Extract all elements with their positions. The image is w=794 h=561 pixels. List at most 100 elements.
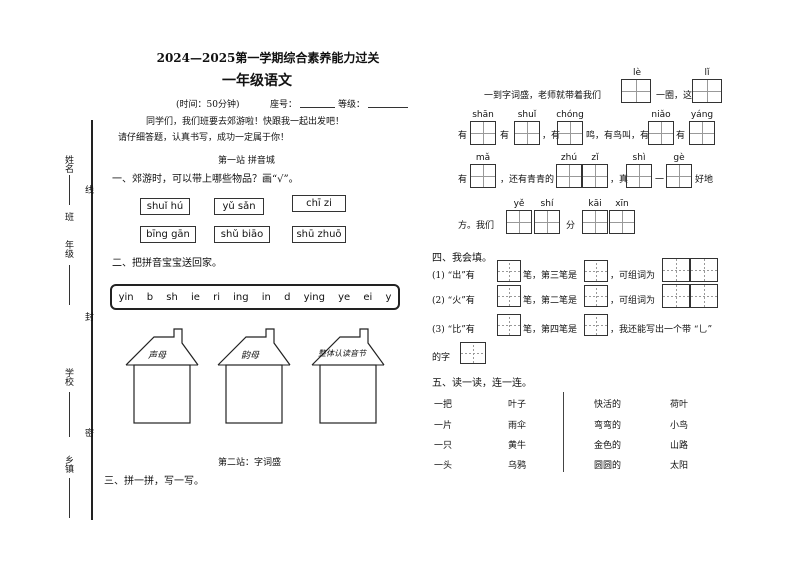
item-water-bottle[interactable]: shuǐ hú — [140, 198, 190, 215]
writing-grid[interactable] — [648, 121, 674, 145]
passage-line3-text4: 好地 — [695, 175, 714, 185]
pinyin-li: lǐ — [704, 68, 710, 78]
writing-grid[interactable] — [470, 164, 496, 188]
item-ruler[interactable]: chī zi — [292, 195, 346, 212]
q4-line1b: 笔，第三笔是 — [523, 271, 578, 281]
adjective-word[interactable]: 金色的 — [594, 441, 622, 451]
syllable[interactable]: ing — [233, 291, 249, 303]
noun-word[interactable]: 黄牛 — [508, 441, 527, 451]
q4-line1c: ，可组词为 — [610, 271, 656, 281]
writing-grid[interactable] — [470, 121, 496, 145]
syllable[interactable]: ei — [363, 291, 373, 303]
passage-line1-text: 一到字词盛，老师就带着我们 — [484, 91, 602, 101]
answer-grid[interactable] — [690, 284, 718, 308]
noun-word[interactable]: 乌鸦 — [508, 461, 527, 471]
q4-line3a: (3) “比”有 — [432, 325, 475, 335]
exam-title: 2024—2025第一学期综合素养能力过关 — [156, 51, 380, 65]
writing-grid[interactable] — [556, 164, 582, 188]
seat-field[interactable] — [300, 107, 335, 108]
syllable[interactable]: in — [261, 291, 271, 303]
syllable[interactable]: yin — [118, 291, 134, 303]
syllable[interactable]: sh — [166, 291, 178, 303]
writing-grid[interactable] — [666, 164, 692, 188]
adjective-word[interactable]: 圆圆的 — [594, 461, 622, 471]
passage-line3-text3: 一 — [655, 175, 665, 185]
item-desk[interactable]: shū zhuō — [292, 226, 346, 243]
passage-line2-text2: 鸣，有鸟叫，有 — [586, 131, 650, 141]
measure-word[interactable]: 一头 — [434, 461, 453, 471]
margin-seal-label: 封 — [83, 312, 93, 321]
q4-line1a: (1) “出”有 — [432, 271, 475, 281]
grade-field[interactable] — [368, 107, 408, 108]
question-5: 五、读一读，连一连。 — [432, 378, 532, 389]
writing-grid[interactable] — [609, 210, 635, 234]
pinyin-chong: chóng — [556, 110, 584, 120]
object-word[interactable]: 太阳 — [670, 461, 689, 471]
adjective-word[interactable]: 弯弯的 — [594, 421, 622, 431]
noun-word[interactable]: 叶子 — [508, 400, 527, 410]
house-whole-syllables — [311, 328, 385, 424]
adjective-word[interactable]: 快活的 — [594, 400, 622, 410]
margin-school-label: 学校 — [63, 368, 73, 386]
syllable[interactable]: ye — [338, 291, 351, 303]
answer-grid[interactable] — [662, 258, 690, 282]
noun-word[interactable]: 雨伞 — [508, 421, 527, 431]
q4-line2c: ，可组词为 — [610, 296, 656, 306]
houses-drawing — [125, 328, 385, 424]
writing-grid[interactable] — [557, 121, 583, 145]
answer-grid[interactable] — [584, 260, 608, 282]
syllable[interactable]: ri — [213, 291, 220, 303]
writing-grid[interactable] — [582, 164, 608, 188]
object-word[interactable]: 小鸟 — [670, 421, 689, 431]
writing-grid[interactable] — [692, 79, 722, 103]
question-3: 三、拼一拼，写一写。 — [104, 476, 204, 487]
answer-grid[interactable] — [584, 285, 608, 307]
syllable[interactable]: d — [284, 291, 291, 303]
answer-grid[interactable] — [497, 285, 521, 307]
writing-grid[interactable] — [506, 210, 532, 234]
writing-grid[interactable] — [621, 79, 651, 103]
q4-line2a: (2) “火”有 — [432, 296, 475, 306]
writing-grid[interactable] — [514, 121, 540, 145]
pinyin-ye: yě — [513, 199, 525, 209]
q4-line2b: 笔，第二笔是 — [523, 296, 578, 306]
passage-line4-text: 方。我们 — [458, 221, 495, 231]
question-2: 二、把拼音宝宝送回家。 — [112, 258, 222, 269]
object-word[interactable]: 荷叶 — [670, 400, 689, 410]
margin-school-line — [69, 392, 70, 437]
passage-line3-text2: ，真 — [610, 175, 629, 185]
pinyin-zi: zǐ — [591, 153, 599, 163]
answer-grid[interactable] — [497, 260, 521, 282]
syllable[interactable]: y — [385, 291, 392, 303]
measure-word[interactable]: 一只 — [434, 441, 453, 451]
object-word[interactable]: 山路 — [670, 441, 689, 451]
greeting-line1: 同学们，我们班要去郊游啦！快跟我一起出发吧！ — [146, 117, 345, 127]
item-biscuit[interactable]: bīng gān — [140, 226, 196, 243]
item-mouse[interactable]: shǔ biāo — [214, 226, 270, 243]
writing-grid[interactable] — [689, 121, 715, 145]
time-label: (时间：50分钟) — [176, 100, 240, 110]
station2-title: 第二站：字词盛 — [218, 458, 282, 468]
syllable[interactable]: b — [146, 291, 154, 303]
margin-class-label: 班 — [63, 212, 73, 221]
answer-grid[interactable] — [460, 342, 486, 364]
syllable[interactable]: ie — [191, 291, 200, 303]
house-whole-label: 整体认读音节 — [318, 349, 366, 358]
item-umbrella[interactable]: yǔ sǎn — [214, 198, 264, 215]
measure-word[interactable]: 一把 — [434, 400, 453, 410]
binding-line — [91, 120, 93, 520]
writing-grid[interactable] — [534, 210, 560, 234]
measure-word[interactable]: 一片 — [434, 421, 453, 431]
answer-grid[interactable] — [497, 314, 521, 336]
station1-title: 第一站 拼音城 — [218, 156, 275, 166]
answer-grid[interactable] — [662, 284, 690, 308]
writing-grid[interactable] — [582, 210, 608, 234]
margin-secret-label: 密 — [83, 428, 93, 437]
writing-grid[interactable] — [626, 164, 652, 188]
question-1: 一、郊游时，可以带上哪些物品？画“√”。 — [112, 174, 299, 185]
answer-grid[interactable] — [690, 258, 718, 282]
syllable[interactable]: ying — [303, 291, 325, 303]
house-initials-label: 声母 — [148, 351, 167, 361]
pinyin-zhu: zhú — [560, 153, 578, 163]
answer-grid[interactable] — [584, 314, 608, 336]
